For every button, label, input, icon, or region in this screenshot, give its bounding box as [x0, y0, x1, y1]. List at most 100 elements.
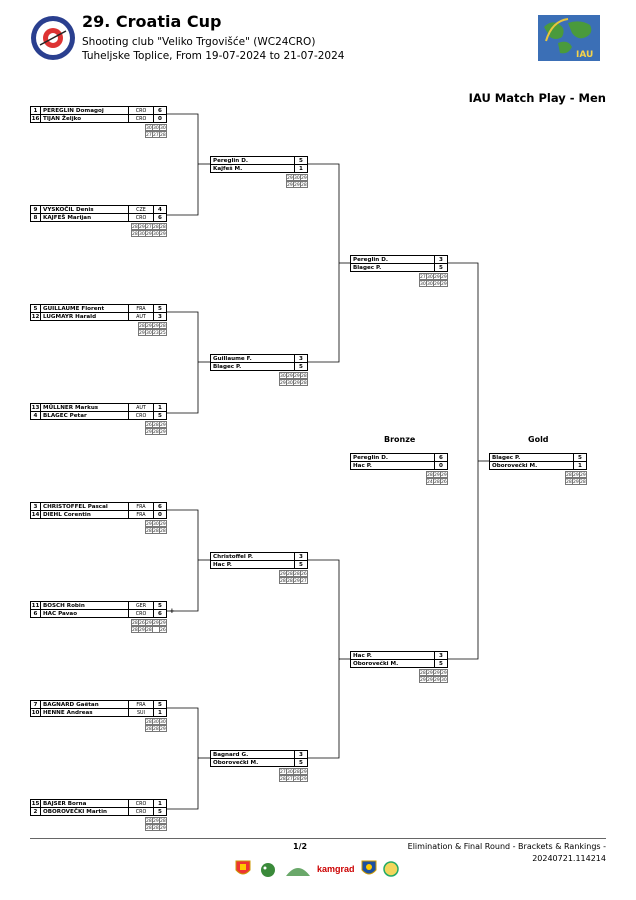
athlete-name: BLAGEC Petar: [43, 413, 87, 419]
seed: 10: [31, 709, 41, 716]
set-score: 3: [153, 313, 166, 320]
set-score: 3: [294, 553, 307, 560]
kamgrad-logo: kamgrad: [317, 864, 355, 874]
end-score: 28: [300, 181, 308, 188]
athlete-name: DIEHL Corentin: [43, 512, 91, 518]
end-score: 28: [159, 817, 167, 824]
terme-logo-icon: [286, 868, 310, 876]
set-score: 0: [153, 115, 166, 122]
sponsor-strip: kamgrad: [235, 858, 399, 880]
athlete-name: KAJFEŠ Marijan: [43, 215, 92, 221]
set-score: 1: [153, 800, 166, 807]
athlete-name: Blagec P.: [213, 364, 242, 370]
end-score: 26: [159, 626, 167, 633]
end-score: 29: [440, 471, 448, 478]
athlete-name: PEREGLIN Domagoj: [43, 108, 104, 114]
athlete-name: MÜLLNER Markus: [43, 405, 99, 411]
country-code: FRA: [128, 305, 153, 312]
athlete-name: TIJAN Željko: [43, 116, 82, 122]
athlete-name: BOSCH Robin: [43, 603, 85, 609]
set-score: 1: [153, 709, 166, 716]
set-score: 5: [434, 264, 447, 271]
end-score: 29: [159, 725, 167, 732]
end-score: 30: [440, 676, 448, 683]
end-score: 29: [159, 230, 167, 237]
set-score: 3: [434, 652, 447, 659]
set-score: 3: [294, 355, 307, 362]
athlete-name: Hac P.: [213, 562, 232, 568]
seed: 11: [31, 602, 41, 609]
country-code: AUT: [128, 404, 153, 411]
end-score: 26: [300, 570, 308, 577]
end-score: 29: [300, 775, 308, 782]
end-score: 28: [159, 527, 167, 534]
set-score: 6: [434, 454, 447, 461]
set-score: 5: [294, 363, 307, 370]
end-score: 29: [579, 471, 587, 478]
set-score: 5: [294, 561, 307, 568]
end-score: 29: [440, 280, 448, 287]
seed: 2: [31, 808, 41, 815]
seed: 7: [31, 701, 41, 708]
seed: 16: [31, 115, 41, 122]
athlete-name: VYSKOČIL Denis: [43, 207, 94, 213]
set-score: 6: [153, 503, 166, 510]
athlete-name: Guillaume F.: [213, 356, 252, 362]
set-score: 5: [153, 412, 166, 419]
end-score: 28: [159, 131, 167, 138]
page-number: 1/2: [293, 842, 308, 851]
footer-divider: [30, 838, 606, 839]
event-title: IAU Match Play - Men: [468, 91, 606, 105]
seed: 4: [31, 412, 41, 419]
athlete-name: Hac P.: [353, 653, 372, 659]
end-score: 28: [159, 322, 167, 329]
set-score: 3: [294, 751, 307, 758]
seed: 15: [31, 800, 41, 807]
set-score: 5: [153, 305, 166, 312]
country-code: FRA: [128, 701, 153, 708]
seed: 14: [31, 511, 41, 518]
athlete-name: Christoffel P.: [213, 554, 253, 560]
country-code: AUT: [128, 313, 153, 320]
mascot-icon: [261, 863, 275, 877]
club-name: Shooting club "Veliko Trgovišće" (WC24CR…: [82, 36, 316, 48]
athlete-name: Pereglin D.: [353, 455, 388, 461]
shield-icon: [361, 860, 377, 875]
end-score: 29: [300, 174, 308, 181]
gold-label: Gold: [528, 435, 549, 444]
athlete-name: Kajfeš M.: [213, 166, 243, 172]
set-score: 1: [573, 462, 586, 469]
seed: 13: [31, 404, 41, 411]
end-score: 28: [579, 478, 587, 485]
set-score: 4: [153, 206, 166, 213]
seed: 8: [31, 214, 41, 221]
page-title: 29. Croatia Cup: [82, 12, 222, 31]
country-code: FRA: [128, 503, 153, 510]
country-code: CRO: [128, 800, 153, 807]
club-logo: [31, 16, 75, 60]
player-row: Hac P. 5: [210, 560, 308, 569]
country-code: CRO: [128, 115, 153, 122]
set-score: 5: [153, 701, 166, 708]
seed: 1: [31, 107, 41, 114]
seed: 9: [31, 206, 41, 213]
player-row: Oborovečki M.5: [350, 659, 448, 668]
